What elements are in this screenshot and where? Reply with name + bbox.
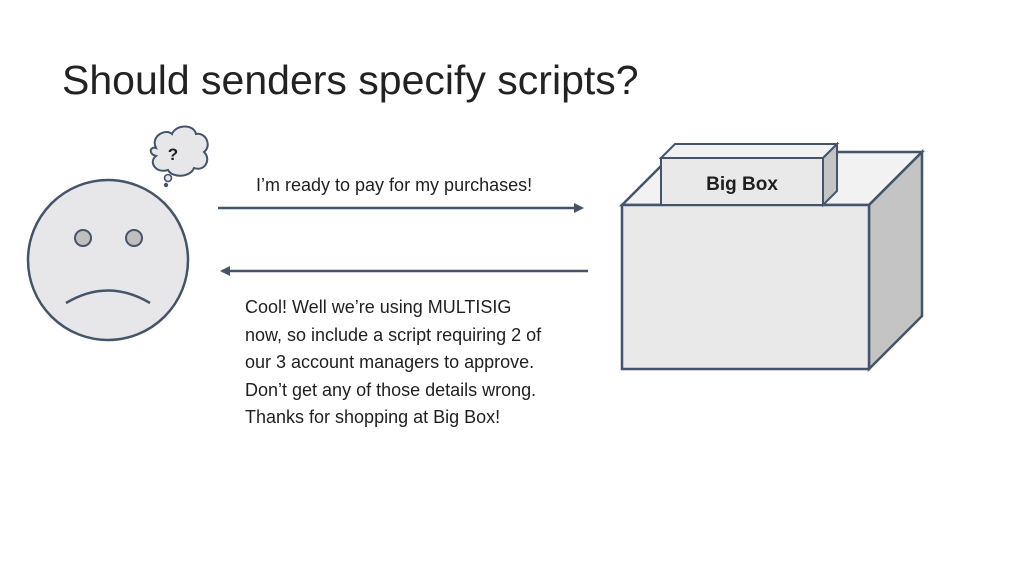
store-sign-label: Big Box: [706, 174, 778, 195]
reply-line: Thanks for shopping at Big Box!: [245, 407, 501, 427]
reply-message: Cool! Well we’re using MULTISIG now, so …: [245, 294, 605, 432]
slide-title: Should senders specify scripts?: [62, 57, 639, 103]
request-message: I’m ready to pay for my purchases!: [256, 175, 533, 195]
right-eye: [125, 229, 143, 247]
thought-bubble-icon: ?: [149, 125, 209, 188]
face-outline: [26, 178, 190, 342]
reply-line: Don’t get any of those details wrong.: [245, 379, 537, 400]
reply-line: our 3 account managers to approve.: [245, 352, 535, 372]
reply-line: Cool! Well we’re using MULTISIG: [245, 297, 512, 317]
left-eye: [74, 229, 92, 247]
store-sign: Big Box: [658, 141, 840, 208]
thought-question-mark: ?: [168, 145, 178, 164]
customer-sad-face-icon: [26, 178, 190, 342]
big-box-store-icon: Big Box: [618, 141, 926, 373]
frown-mouth: [65, 289, 151, 305]
reply-line: now, so include a script requiring 2 of: [245, 324, 542, 345]
box-front: [620, 203, 871, 371]
